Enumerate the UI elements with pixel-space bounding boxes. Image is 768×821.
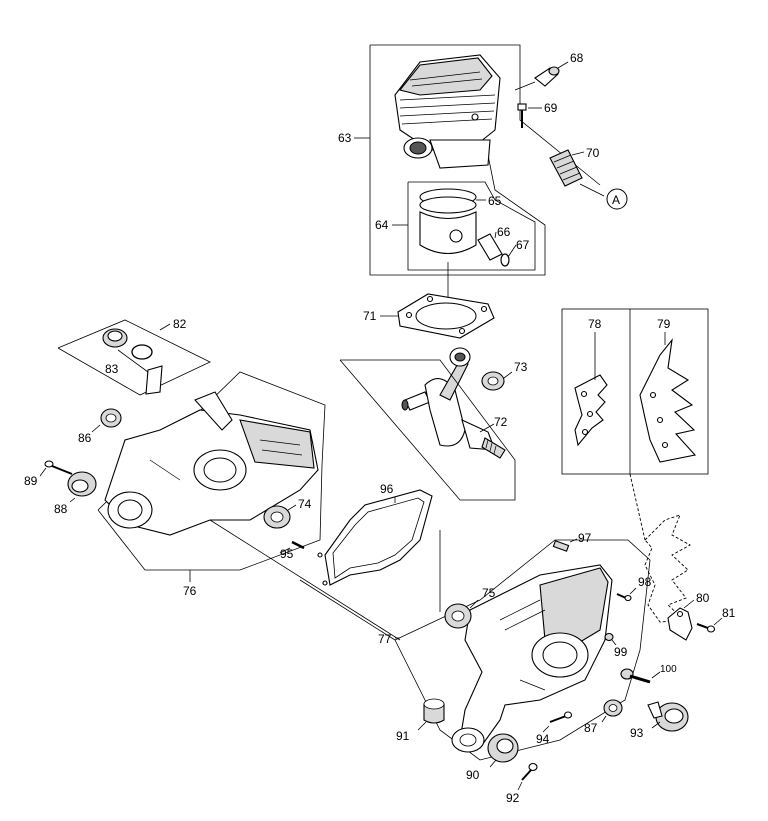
bolt-92 [517, 762, 538, 791]
label-91: 91 [396, 729, 410, 743]
left-crankcase [104, 391, 319, 536]
label-87: 87 [584, 721, 598, 735]
label-67: 67 [516, 238, 530, 252]
label-99: 99 [614, 645, 628, 659]
crankshaft [401, 347, 506, 459]
label-73: 73 [514, 360, 528, 374]
label-82: 82 [173, 317, 187, 331]
bolt-89 [39, 460, 73, 477]
label-89: 89 [24, 474, 38, 488]
label-75: 75 [482, 586, 496, 600]
cylinder [394, 54, 501, 169]
seal-group-frame [57, 319, 211, 396]
anti-vibration-mount-93 [647, 701, 689, 732]
label-92: 92 [506, 791, 520, 805]
label-86: 86 [78, 431, 92, 445]
label-94: 94 [536, 732, 550, 746]
reference-a-marker [606, 188, 628, 210]
screw-81 [696, 617, 723, 633]
right-crankcase [451, 564, 613, 753]
label-78: 78 [588, 317, 602, 331]
label-69: 69 [544, 101, 558, 115]
screw-98 [616, 587, 637, 602]
label-77: 77 [378, 632, 392, 646]
label-98: 98 [638, 575, 652, 589]
label-65: 65 [488, 194, 502, 208]
screw-94 [542, 711, 573, 733]
decompression-valve [514, 61, 569, 91]
dowel-pin-97 [552, 538, 578, 552]
left-bearing [263, 504, 297, 529]
label-71: 71 [363, 309, 377, 323]
label-81: 81 [722, 606, 736, 620]
label-66: 66 [497, 225, 511, 239]
label-64: 64 [375, 218, 389, 232]
label-97: 97 [578, 531, 592, 545]
oil-cap [102, 328, 128, 348]
filter-strainer [117, 349, 163, 395]
right-bearing [444, 599, 479, 629]
piston-clip [500, 244, 517, 267]
anti-vibration-mount-90 [487, 733, 519, 768]
part-labels: 63 64 65 66 67 68 69 70 A 71 72 73 74 75… [24, 51, 736, 805]
spike-bumper-small [574, 332, 608, 447]
bushing-91 [417, 698, 445, 731]
left-oil-seal [91, 408, 122, 433]
label-100: 100 [660, 664, 677, 675]
nut-99 [604, 632, 617, 646]
label-96: 96 [380, 482, 394, 496]
label-95: 95 [280, 547, 294, 561]
label-83: 83 [105, 362, 119, 376]
right-oil-seal [601, 699, 623, 723]
label-88: 88 [54, 502, 68, 516]
cylinder-group-frame [369, 44, 601, 276]
spike-bumper-frame [561, 308, 709, 475]
label-70: 70 [586, 146, 600, 160]
label-74: 74 [298, 497, 312, 511]
label-80: 80 [696, 591, 710, 605]
bolt-100 [620, 668, 661, 684]
bumper-dashed-outline [629, 473, 691, 623]
label-76: 76 [183, 584, 197, 598]
label-ref-a: A [612, 193, 620, 207]
chain-catcher [667, 599, 695, 641]
anti-vibration-mount-88 [67, 471, 97, 503]
label-72: 72 [494, 415, 508, 429]
intake-spring [549, 149, 605, 197]
label-68: 68 [570, 51, 584, 65]
left-crankcase-frame [97, 371, 326, 571]
piston-pin [477, 231, 503, 261]
dowel-pin-95 [279, 540, 305, 554]
label-93: 93 [630, 726, 644, 740]
piston [419, 188, 486, 255]
crankcase-gasket [317, 489, 433, 586]
spike-bumper-large [639, 332, 697, 463]
label-90: 90 [466, 768, 480, 782]
o-ring [131, 344, 153, 360]
screw-69 [517, 103, 542, 128]
cylinder-gasket [397, 293, 495, 339]
needle-bearing [481, 371, 513, 391]
label-79: 79 [657, 317, 671, 331]
label-63: 63 [338, 131, 352, 145]
